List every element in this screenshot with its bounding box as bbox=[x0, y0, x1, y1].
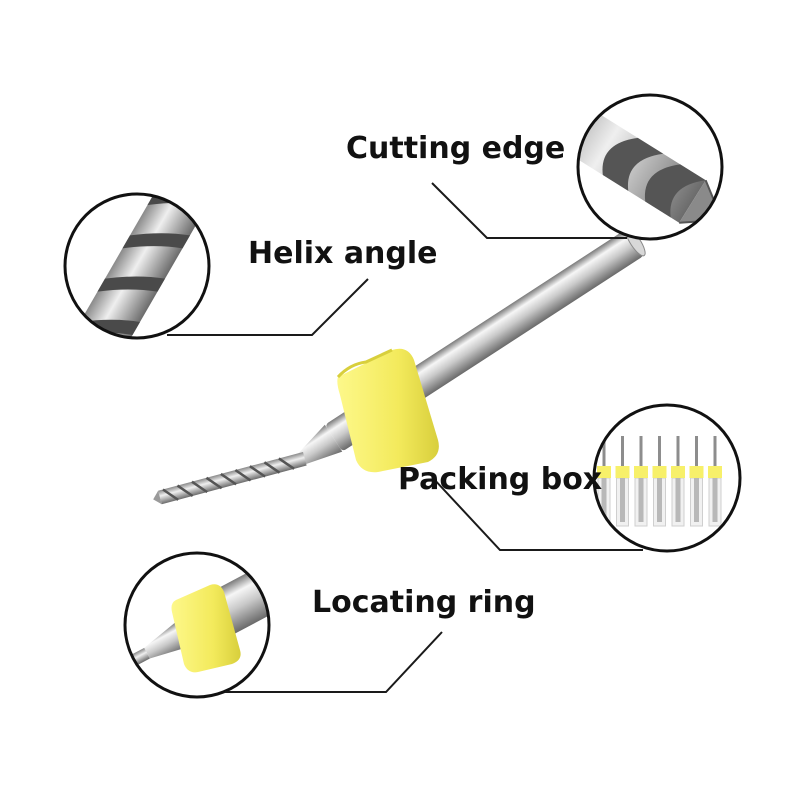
packing-box-label: Packing box bbox=[398, 462, 603, 497]
main-drill-bit bbox=[153, 227, 646, 505]
packed-drill-bit bbox=[689, 436, 704, 527]
locating-ring-zoom-image bbox=[125, 553, 269, 697]
packing-box-callout bbox=[431, 403, 742, 553]
packed-drill-bit bbox=[597, 436, 611, 527]
packing-box-zoom-image bbox=[594, 405, 740, 551]
packed-drill-bit bbox=[671, 436, 685, 527]
cutting-edge-callout bbox=[431, 93, 724, 241]
locating-ring-callout bbox=[123, 551, 443, 699]
drill-flute bbox=[153, 451, 307, 505]
packed-drill-bit bbox=[708, 436, 722, 527]
packing-box-zoom-circle bbox=[592, 403, 742, 553]
packed-drill-bit bbox=[615, 436, 630, 527]
helix-angle-callout bbox=[63, 192, 369, 340]
locating-ring-zoom-circle bbox=[123, 551, 271, 699]
helix-angle-zoom-image bbox=[65, 194, 209, 338]
cutting-edge-leader-line bbox=[431, 182, 627, 239]
packed-drill-bit bbox=[652, 436, 667, 527]
cutting-edge-zoom-image bbox=[578, 95, 722, 239]
main-locating-ring bbox=[336, 348, 439, 473]
helix-angle-zoom-circle bbox=[63, 192, 211, 340]
cutting-edge-label: Cutting edge bbox=[346, 131, 566, 166]
helix-angle-label: Helix angle bbox=[248, 236, 438, 271]
cutting-edge-zoom-circle bbox=[576, 93, 724, 241]
packed-drill-bit bbox=[634, 436, 648, 527]
packing-box-bits bbox=[597, 436, 722, 527]
helix-angle-leader-line bbox=[167, 278, 369, 336]
packing-box-leader-line bbox=[431, 476, 643, 551]
locating-ring-label: Locating ring bbox=[312, 585, 536, 620]
locating-ring-leader-line bbox=[225, 631, 443, 693]
